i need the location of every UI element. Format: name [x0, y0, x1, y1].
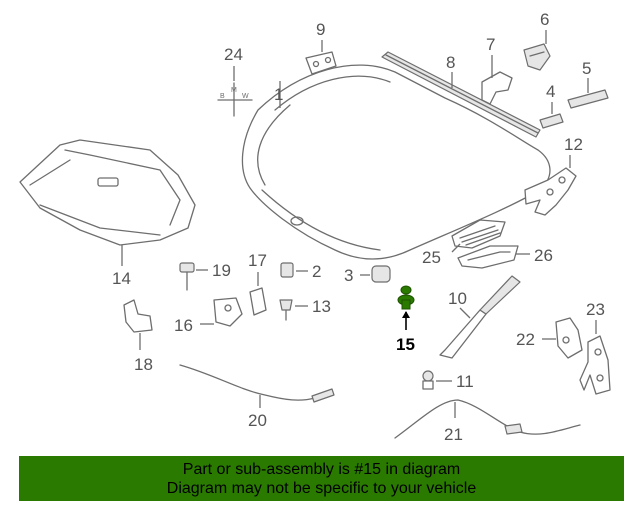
callout-14: 14 — [112, 269, 131, 288]
part-1-hood-panel — [241, 64, 551, 260]
part-15-highlighted — [397, 285, 415, 310]
callout-25: 25 — [422, 248, 441, 267]
banner-line-part: Part or sub-assembly is #15 in diagram — [182, 460, 461, 478]
callout-23: 23 — [586, 300, 605, 319]
part-5-trim-strip — [567, 89, 609, 109]
callout-6: 6 — [540, 10, 549, 29]
part-21-bowden-cable — [394, 399, 581, 439]
callout-11: 11 — [456, 372, 474, 391]
part-13-screw — [279, 299, 293, 321]
part-24-emblem: B M W — [217, 82, 253, 117]
info-banner: Part or sub-assembly is #15 in diagram D… — [19, 456, 624, 501]
part-11-ball-stud — [422, 370, 434, 390]
callout-5: 5 — [582, 59, 591, 78]
callout-12: 12 — [564, 135, 583, 154]
callout-21: 21 — [444, 425, 463, 444]
part-12-hinge — [524, 167, 577, 216]
emblem-letter-w: W — [242, 93, 249, 100]
part-9-bracket — [305, 51, 337, 75]
part-17-latch — [249, 287, 267, 316]
part-19-bolt — [179, 262, 195, 291]
callout-18: 18 — [134, 355, 153, 374]
callout-15: 15 — [396, 335, 415, 354]
callout-16: 16 — [174, 316, 193, 335]
emblem-letter-b: B — [220, 93, 225, 100]
part-23-hinge-arm — [579, 335, 611, 395]
part-20-release-cable — [179, 364, 335, 403]
part-4-trim-piece — [539, 113, 564, 129]
part-22-bracket — [555, 317, 583, 359]
leader-10 — [459, 307, 471, 319]
callout-13: 13 — [312, 297, 331, 316]
emblem-letter-m: M — [231, 87, 237, 94]
callout-20: 20 — [248, 411, 267, 430]
callout-1: 1 — [274, 85, 283, 104]
callout-19: 19 — [212, 261, 231, 280]
part-26-grille-frame — [457, 245, 519, 269]
part-8-seal-strip — [381, 51, 541, 138]
callout-3: 3 — [344, 266, 353, 285]
part-25-grille — [451, 219, 506, 249]
part-3-buffer — [371, 265, 391, 283]
callout-17: 17 — [248, 251, 267, 270]
part-2-clip — [280, 262, 294, 278]
leader-25 — [451, 243, 461, 253]
callout-26: 26 — [534, 246, 553, 265]
part-18-bracket — [123, 299, 153, 333]
callout-8: 8 — [446, 53, 455, 72]
banner-line-disclaimer: Diagram may not be specific to your vehi… — [166, 479, 477, 497]
callout-10: 10 — [448, 289, 467, 308]
part-10-gas-strut — [439, 275, 521, 359]
part-16-lock — [213, 297, 243, 327]
part-7-plate — [481, 71, 513, 105]
callout-9: 9 — [316, 20, 325, 39]
part-14-insulation-pad — [19, 139, 196, 246]
leader-15-arrowhead — [402, 311, 410, 318]
callout-7: 7 — [486, 35, 495, 54]
callout-2: 2 — [312, 262, 321, 281]
callout-22: 22 — [516, 330, 535, 349]
part-6-bracket — [523, 43, 551, 71]
callout-24: 24 — [224, 45, 243, 64]
callout-4: 4 — [546, 82, 555, 101]
